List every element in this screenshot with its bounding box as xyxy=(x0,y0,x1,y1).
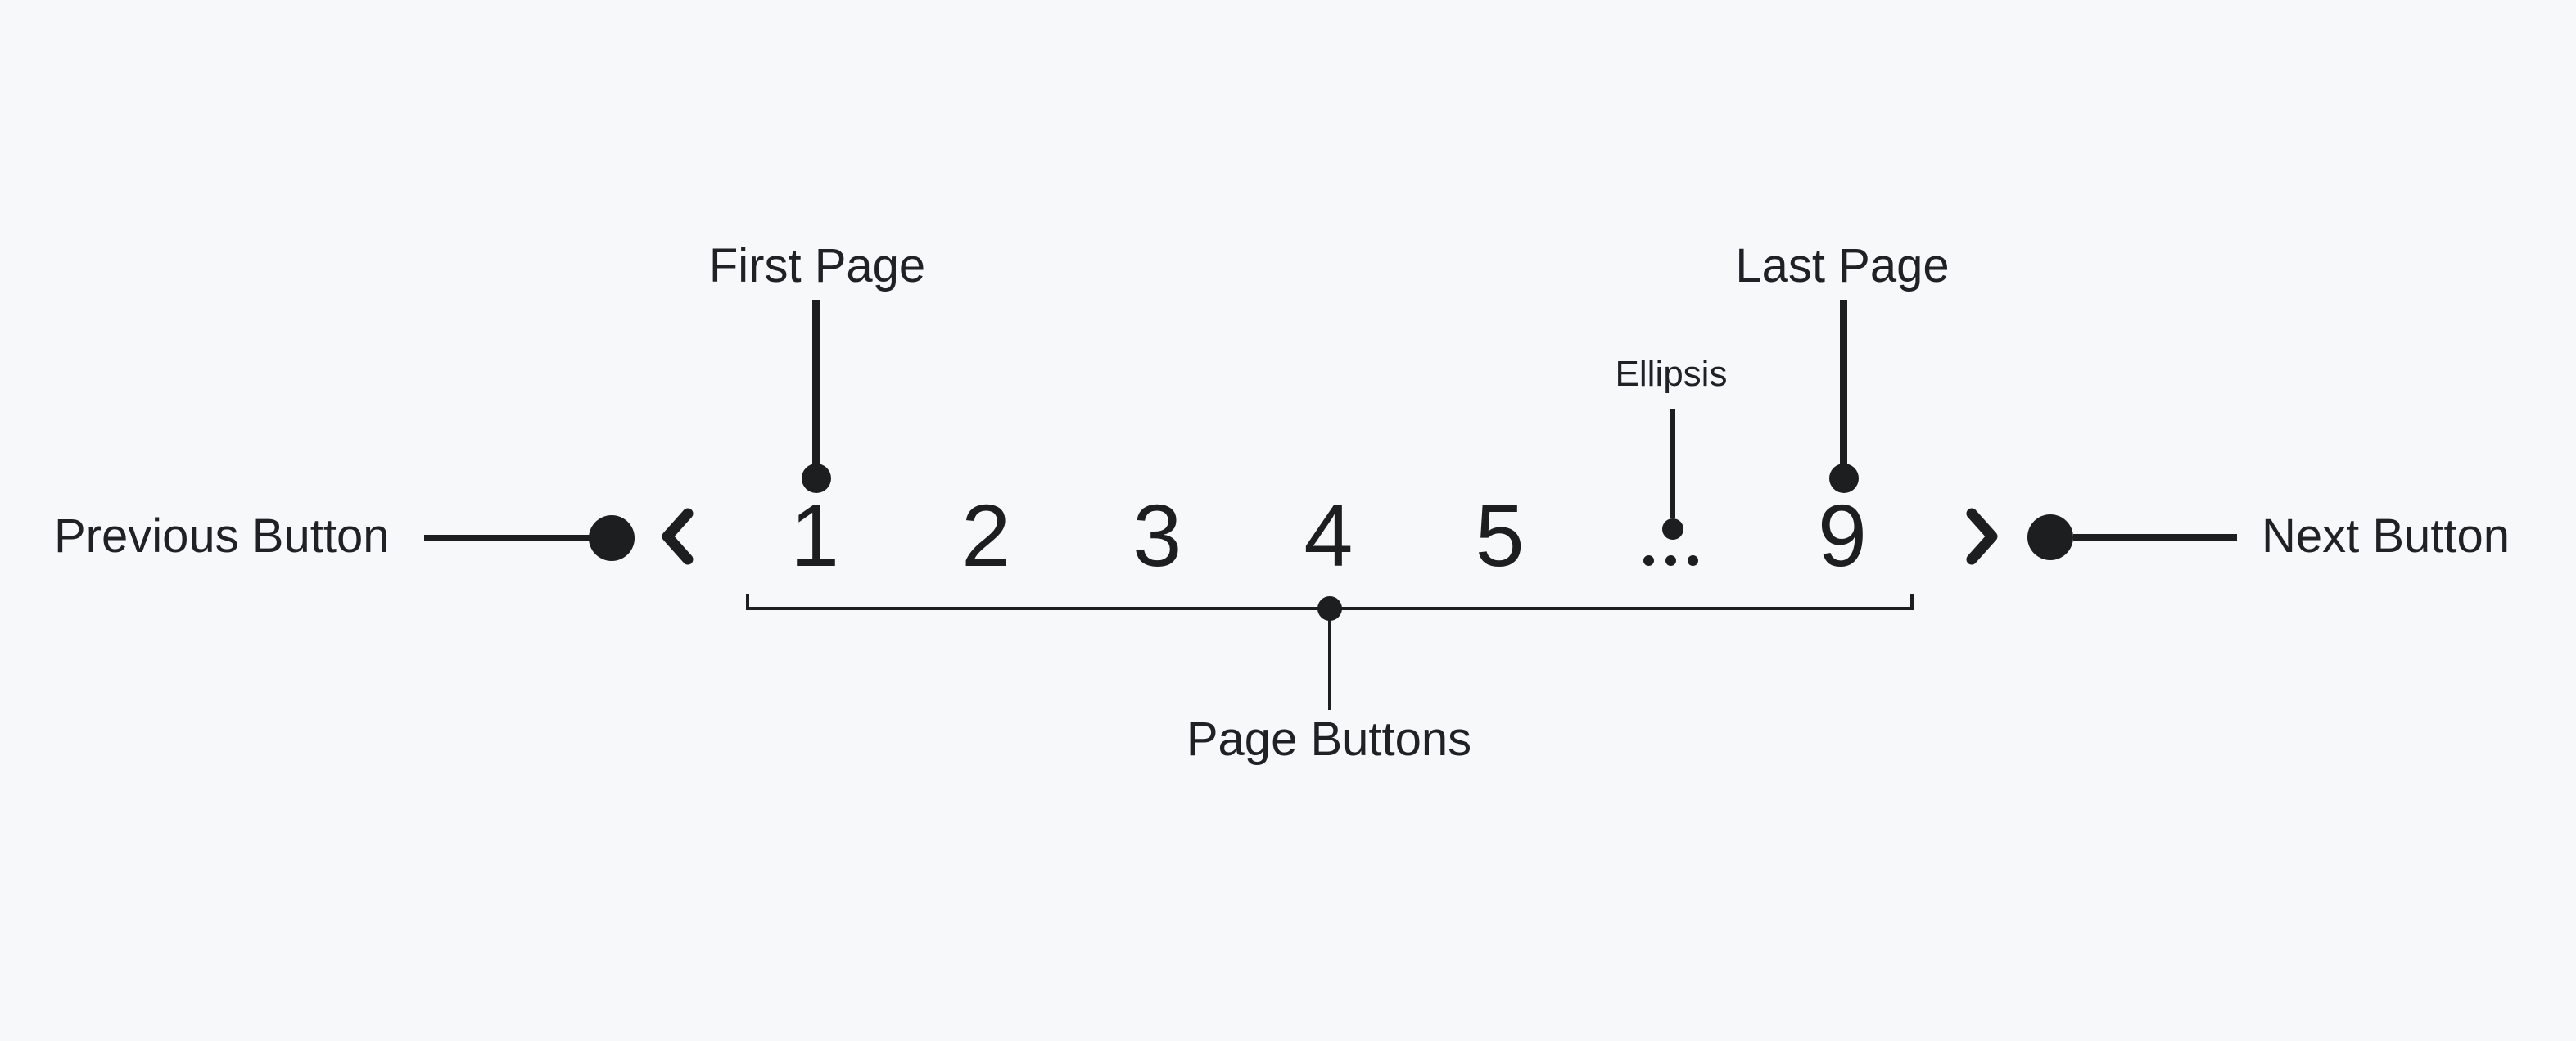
next-button-label: Next Button xyxy=(2262,509,2510,563)
ellipsis-label: Ellipsis xyxy=(1615,354,1728,394)
ellipsis-callout-dot xyxy=(1662,518,1683,540)
ellipsis-dot xyxy=(1665,555,1677,566)
page-buttons-callout-line xyxy=(1328,610,1331,710)
previous-button-label: Previous Button xyxy=(54,509,390,563)
previous-callout-dot xyxy=(589,515,635,561)
next-callout-line xyxy=(2073,534,2237,541)
page-button[interactable]: 2 xyxy=(961,486,1011,585)
page-button[interactable]: 9 xyxy=(1817,486,1867,585)
ellipsis-callout-line xyxy=(1670,409,1675,518)
page-ellipsis: … xyxy=(1622,555,1720,566)
previous-callout-line xyxy=(424,535,591,541)
last-page-label: Last Page xyxy=(1735,239,1950,292)
last-page-callout-dot xyxy=(1829,464,1859,493)
ellipsis-dot xyxy=(1688,555,1699,566)
first-page-callout-dot xyxy=(802,464,831,493)
page-button[interactable]: 4 xyxy=(1304,486,1354,585)
page-button[interactable]: 3 xyxy=(1132,486,1182,585)
page-buttons-row: 1 2 3 4 5 … 9 xyxy=(766,491,1891,583)
chevron-left-icon[interactable] xyxy=(657,506,698,567)
last-page-callout-line xyxy=(1840,300,1847,478)
first-page-label: First Page xyxy=(708,239,926,292)
page-button[interactable]: 1 xyxy=(789,486,840,585)
chevron-right-icon[interactable] xyxy=(1962,506,2003,567)
page-buttons-label: Page Buttons xyxy=(1186,713,1472,766)
next-callout-dot xyxy=(2027,514,2073,560)
page-button[interactable]: 5 xyxy=(1475,486,1525,585)
first-page-callout-line xyxy=(812,300,820,478)
ellipsis-dot xyxy=(1643,555,1655,566)
